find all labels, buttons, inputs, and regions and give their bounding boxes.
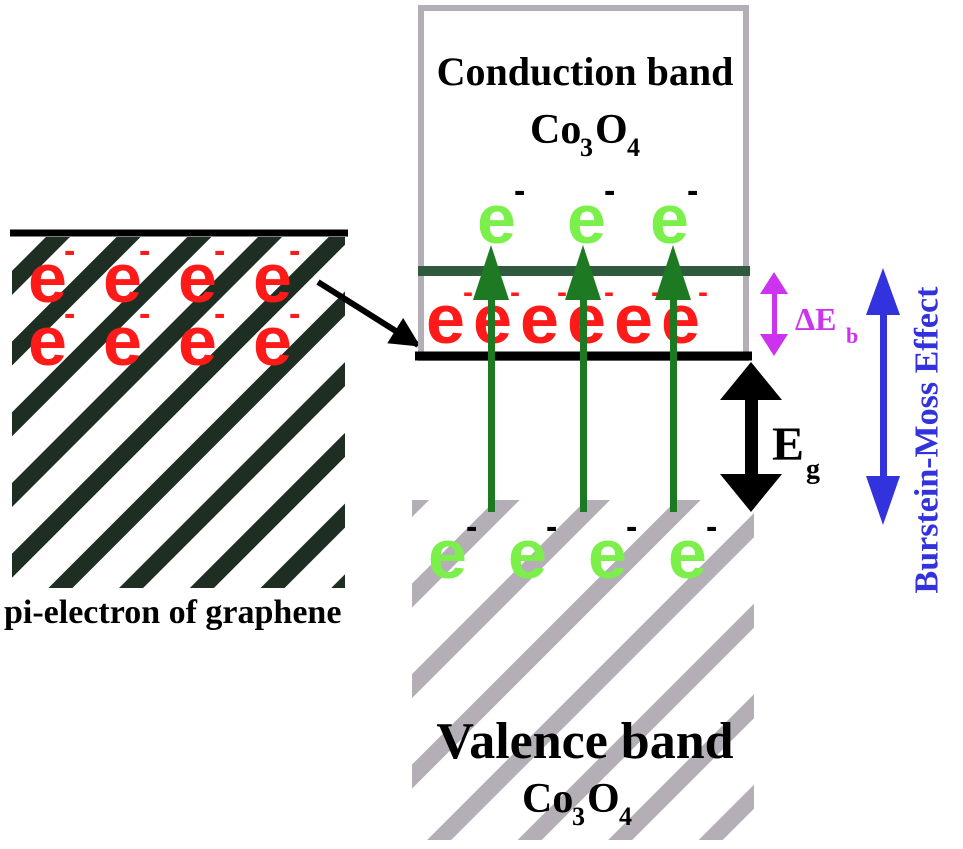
svg-text:-: - [510,276,520,309]
svg-text:Co: Co [522,776,573,822]
svg-text:-: - [64,232,75,270]
graphene-hatch [12,233,345,588]
graphene-label: pi-electron of graphene [4,594,341,631]
burstein-moss-text: Burstein-Moss Effect [908,286,946,594]
svg-text:4: 4 [627,133,640,162]
burstein-moss-arrow [866,268,900,525]
band-gap-arrow [720,362,782,512]
svg-text:-: - [289,295,300,333]
transition-arrows [473,245,691,512]
graphene-electron: e - [28,232,75,317]
filled-state-electron: e - [614,276,661,358]
svg-text:e: e [426,280,465,358]
svg-text:e: e [28,239,67,317]
svg-text:3: 3 [580,133,593,162]
svg-text:-: - [604,172,615,210]
transition-arrow [655,245,691,512]
graphene-electron: e - [28,295,75,380]
svg-text:O: O [595,107,628,153]
svg-text:e: e [508,515,547,593]
svg-text:-: - [604,276,614,309]
filled-state-electron: e - [520,276,567,358]
excited-electron: e - [567,172,615,258]
band-gap-label: E g [772,418,820,485]
svg-text:Valence band: Valence band [436,713,733,770]
svg-text:-: - [214,232,225,270]
svg-text:e: e [178,239,217,317]
svg-text:e: e [103,239,142,317]
transition-arrow [473,245,509,512]
svg-text:-: - [698,276,708,309]
svg-text:e: e [588,515,627,593]
valence-electron: e - [428,508,477,593]
valence-electrons: e - e - e - e - [428,508,717,593]
burstein-moss-label: Burstein-Moss Effect [903,250,951,630]
svg-text:O: O [587,776,620,822]
svg-text:e: e [567,180,606,258]
svg-text:e: e [253,239,292,317]
svg-text:-: - [64,295,75,333]
svg-text:-: - [546,508,557,546]
svg-text:e: e [520,280,559,358]
svg-text:e: e [477,180,516,258]
svg-text:-: - [139,295,150,333]
svg-text:e: e [428,515,467,593]
svg-text:-: - [651,276,661,309]
svg-text:-: - [289,232,300,270]
transition-arrow [565,245,601,512]
svg-text:-: - [626,508,637,546]
graphene-electron: e - [103,232,150,317]
svg-text:e: e [103,302,142,380]
svg-text:-: - [557,276,567,309]
svg-text:Conduction band: Conduction band [437,49,734,94]
svg-text:3: 3 [572,802,585,831]
svg-text:e: e [614,280,653,358]
svg-text:b: b [846,323,858,348]
valence-band-block [412,500,754,840]
graphene-electron: e - [178,232,225,317]
svg-text:Co: Co [530,107,581,153]
svg-text:e: e [668,515,707,593]
delta-eb-arrow [760,272,788,356]
graphene-electrons: e - e - e - e - e - e - e - e - [28,232,300,380]
valence-band-formula: Co 3 O 4 [522,776,632,831]
svg-text:-: - [466,508,477,546]
svg-text:-: - [463,276,473,309]
excited-electron: e - [650,172,698,258]
svg-text:-: - [687,172,698,210]
graphene-electron: e - [178,295,225,380]
conduction-band-formula: Co 3 O 4 [530,107,640,162]
svg-text:e: e [178,302,217,380]
conduction-band-title: Conduction band [437,49,734,94]
graphene-electron: e - [253,295,300,380]
charge-transfer-arrow [316,279,421,348]
excited-electrons: e - e - e - [477,172,698,258]
valence-band-title: Valence band [436,713,733,770]
svg-text:e: e [28,302,67,380]
excited-electron: e - [477,172,525,258]
filled-state-electron: e - [426,276,473,358]
svg-text:E: E [772,418,804,471]
svg-text:ΔE: ΔE [795,301,836,337]
svg-text:-: - [514,172,525,210]
valence-electron: e - [668,508,717,593]
svg-text:e: e [650,180,689,258]
graphene-electron: e - [103,295,150,380]
valence-electron: e - [588,508,637,593]
svg-text:-: - [139,232,150,270]
svg-text:e: e [253,302,292,380]
graphene-block [10,229,348,588]
svg-text:-: - [214,295,225,333]
delta-eb-label: ΔE b [795,301,858,348]
svg-text:-: - [706,508,717,546]
graphene-electron: e - [253,232,300,317]
svg-text:g: g [806,454,820,485]
valence-band-hatch [412,500,754,840]
svg-text:4: 4 [619,802,632,831]
valence-electron: e - [508,508,557,593]
